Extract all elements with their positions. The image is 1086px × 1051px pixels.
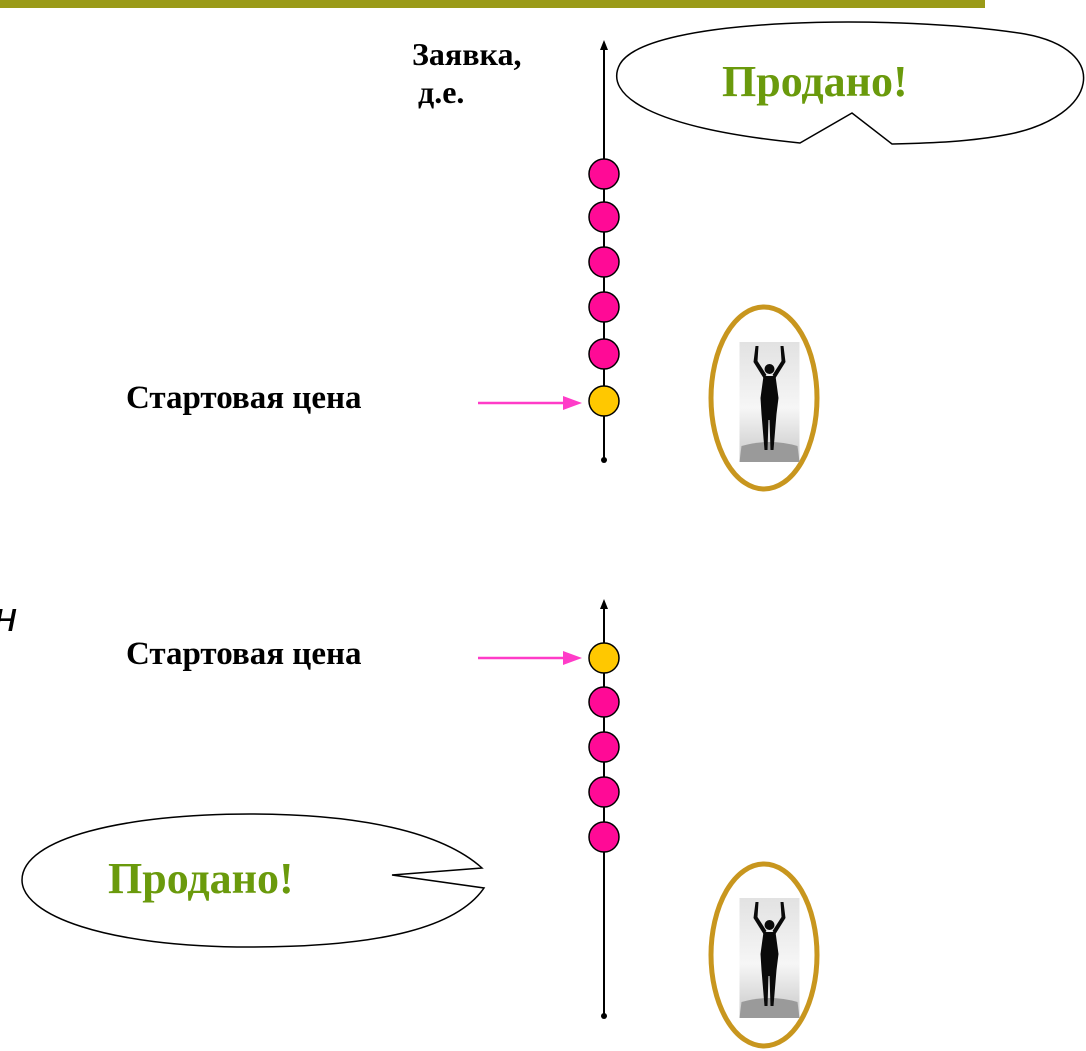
bottom-start-price-arrowhead [563, 651, 582, 665]
top-bid-marker-2 [588, 291, 620, 323]
bottom-axis-arrowhead [600, 599, 608, 609]
top-bid-marker-1 [588, 338, 620, 370]
top-axis-arrowhead [600, 40, 608, 50]
top-start-price-label: Стартовая цена [126, 380, 362, 416]
bottom-start-price-marker [588, 642, 620, 674]
top-bid-marker-4 [588, 201, 620, 233]
bottom-person-ring [708, 861, 820, 1049]
top-axis-origin-dot [601, 457, 607, 463]
top-bid-marker-3 [588, 246, 620, 278]
bottom-bid-marker-3 [588, 776, 620, 808]
bottom-axis-origin-dot [601, 1013, 607, 1019]
top-axis-label-line2: д.е. [418, 74, 465, 110]
bottom-bid-marker-1 [588, 686, 620, 718]
top-diagram [478, 21, 1085, 492]
bottom-bid-marker-4 [588, 821, 620, 853]
bottom-person-arms-raised-icon [739, 898, 800, 1018]
bottom-start-price-label: Стартовая цена [126, 636, 362, 672]
bottom-bid-marker-2 [588, 731, 620, 763]
top-axis-label-line1: Заявка, [412, 36, 522, 72]
top-start-price-arrowhead [563, 396, 582, 410]
top-start-price-marker [588, 385, 620, 417]
top-bid-marker-5 [588, 158, 620, 190]
top-sold-text: Продано! [722, 57, 908, 106]
top-accent-bar [0, 0, 985, 8]
top-person-arms-raised-icon [739, 342, 800, 462]
bottom-left-text-fragment: н [0, 596, 17, 638]
bottom-diagram [21, 599, 820, 1049]
bottom-sold-text: Продано! [108, 854, 294, 903]
top-sold-bubble [615, 21, 1085, 145]
bottom-sold-bubble [21, 813, 486, 948]
top-person-ring [708, 304, 820, 492]
